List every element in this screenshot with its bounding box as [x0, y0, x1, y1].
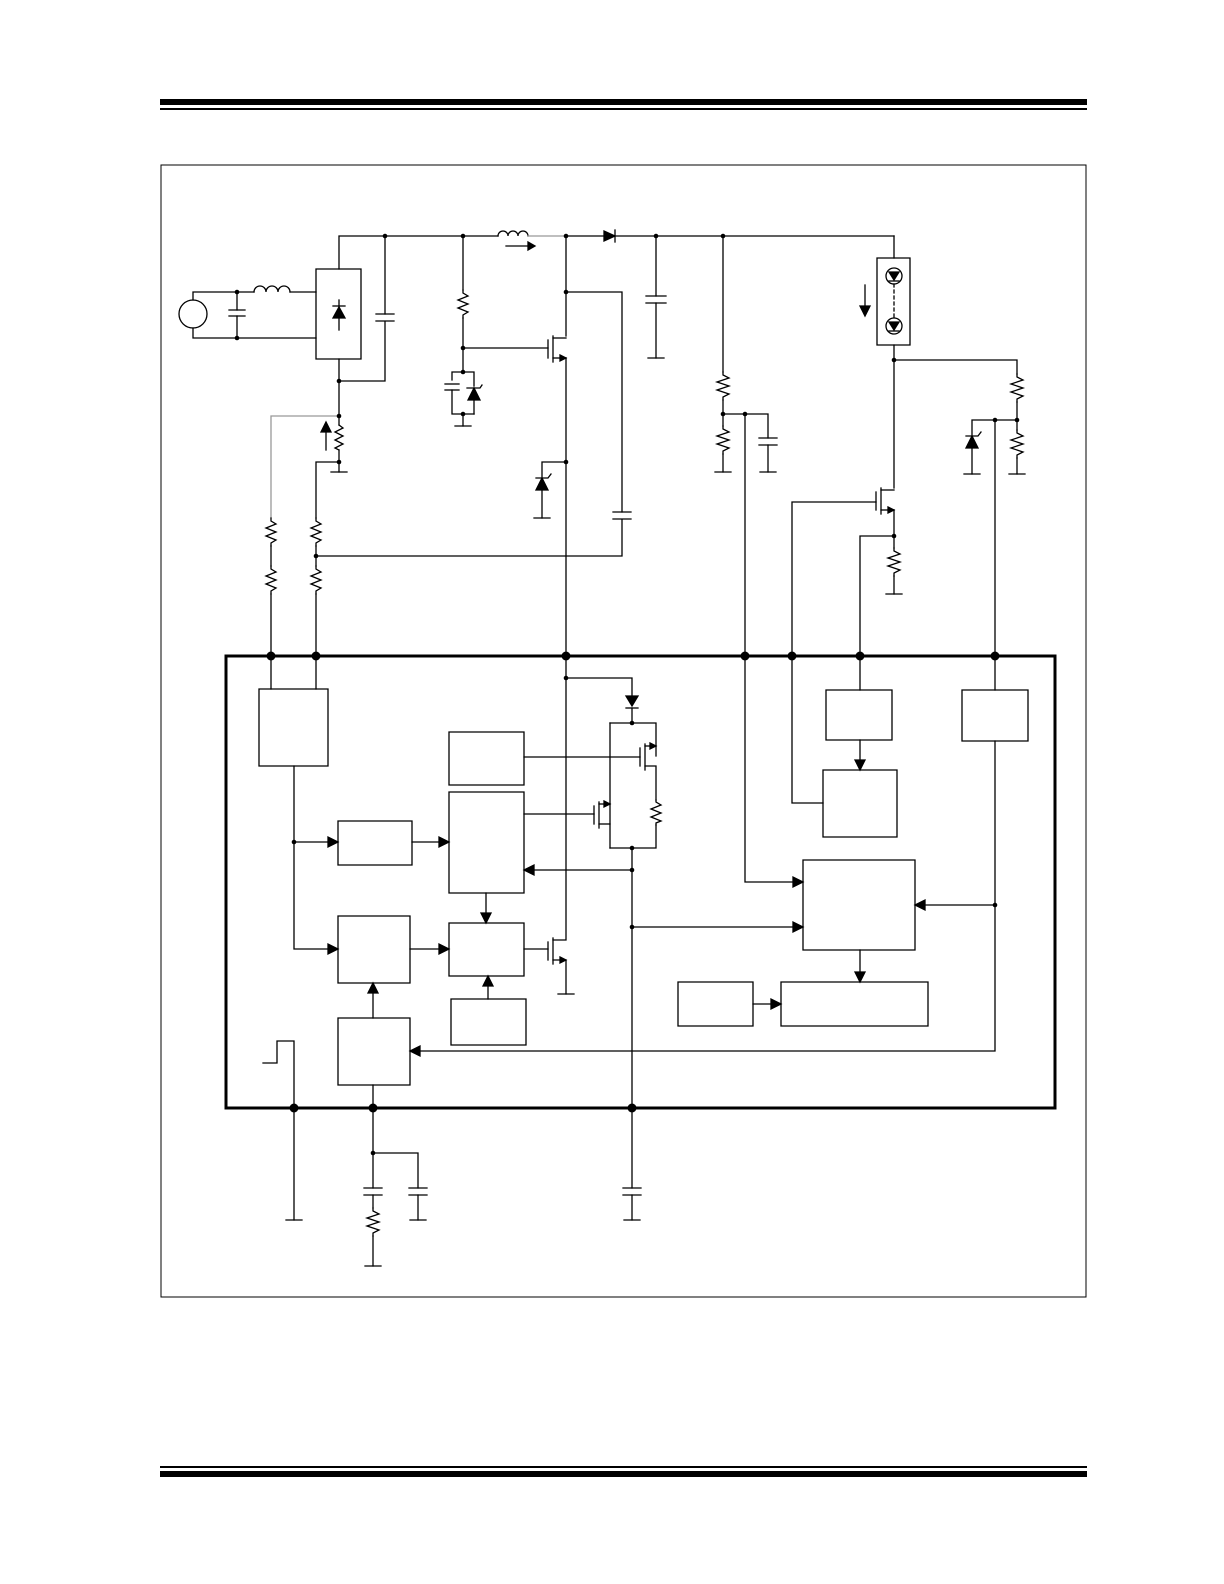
internal-switch-mosfet-icon	[548, 656, 574, 994]
block-comparator	[338, 821, 412, 865]
startup-resistor-icon	[458, 290, 468, 318]
block-fault-output	[781, 982, 928, 1026]
regulator-mosfet-top-icon	[640, 741, 658, 800]
block-pwm	[338, 916, 410, 983]
bias-capacitor-icon	[445, 384, 474, 414]
block-led-sense	[826, 690, 892, 740]
input-capacitor-icon	[229, 292, 245, 338]
block-fault-timer	[678, 982, 753, 1026]
current-direction-arrow-icon	[858, 285, 872, 318]
block-feedback-in	[962, 690, 1028, 741]
boost-mosfet-icon	[548, 336, 568, 362]
header-rule-thin	[160, 108, 1087, 110]
footer-rule-thick	[160, 1471, 1087, 1477]
block-driver	[449, 923, 524, 976]
block-reference	[449, 732, 524, 785]
bridge-rectifier-icon	[316, 269, 361, 359]
output-capacitor-icon	[646, 296, 666, 358]
block-softstart	[338, 1018, 410, 1085]
potentiometer-icon	[319, 381, 347, 472]
block-protection	[803, 860, 915, 950]
led-mosfet-icon	[876, 488, 896, 514]
footer-rule-thin	[160, 1466, 1087, 1468]
block-oscillator	[451, 999, 526, 1045]
feedback-resistor-bottom-icon	[1009, 430, 1025, 474]
regulator-resistor-icon	[651, 800, 661, 825]
divider-resistor-right-icon	[311, 518, 321, 656]
feedback-resistor-top-icon	[1011, 374, 1023, 402]
ovp-resistor-top-icon	[717, 372, 729, 400]
regulator-mosfet-bottom-icon	[594, 799, 612, 828]
led-string-icon	[877, 258, 910, 345]
ovp-filter-capacitor-icon	[759, 438, 777, 472]
divider-resistor-left-icon	[266, 518, 276, 656]
bias-zener-icon	[467, 385, 482, 414]
bulk-capacitor-icon	[376, 314, 394, 321]
compensation-capacitor-icon	[364, 1188, 382, 1266]
ovp-resistor-bottom-icon	[715, 426, 731, 472]
boost-inductor-icon	[498, 231, 566, 252]
compensation-capacitor-2-icon	[409, 1188, 427, 1220]
figure-frame	[161, 165, 1086, 1297]
ac-source-icon	[179, 292, 237, 338]
vdd-capacitor-icon	[623, 1188, 641, 1220]
controller-ic-outline	[226, 656, 1055, 1108]
clamp-zener-icon	[534, 474, 551, 518]
feedback-zener-icon	[964, 432, 981, 474]
junction-dots	[234, 233, 1020, 1156]
input-inductor-icon	[237, 286, 316, 338]
block-error-amp	[823, 770, 897, 837]
block-control-logic	[449, 792, 524, 893]
regulator-diode-icon	[624, 695, 640, 708]
header-rule-thick	[160, 99, 1087, 105]
boost-diode-icon	[603, 230, 617, 242]
sense-resistor-icon	[886, 548, 902, 594]
block-input-sense	[259, 689, 328, 766]
snubber-capacitor-icon	[613, 512, 631, 519]
